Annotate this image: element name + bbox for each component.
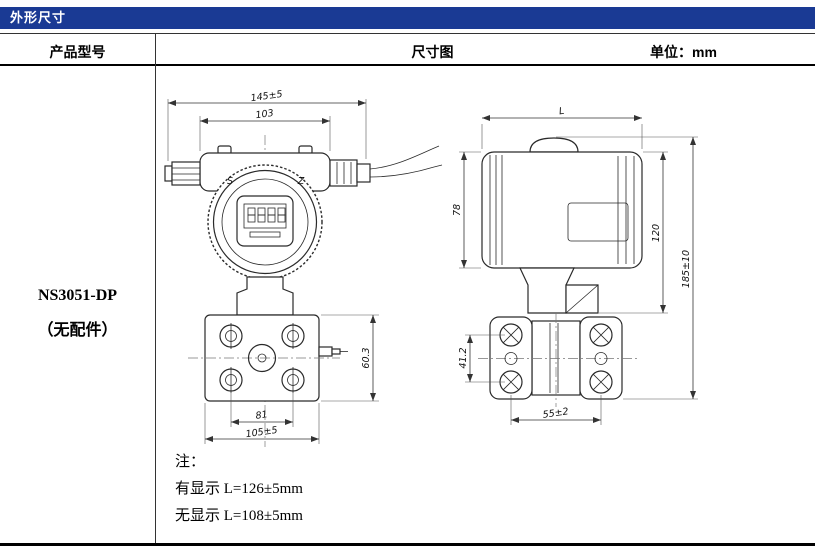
dim-front-housing-width: 103 — [255, 108, 274, 121]
dim-front-manifold-height: 60.3 — [361, 347, 372, 368]
section-title-bar: 外形尺寸 — [0, 7, 815, 29]
front-view-drawing: S Z — [164, 89, 443, 447]
column-header-drawing: 尺寸图 — [411, 44, 454, 60]
model-variant: （无配件） — [37, 322, 118, 339]
dim-side-length: L — [558, 106, 565, 118]
span-button-label: Z — [297, 176, 305, 187]
section-title: 外形尺寸 — [10, 10, 67, 25]
dim-side-flange-width: 55±2 — [542, 406, 569, 421]
manifold-bolts — [219, 323, 305, 393]
dim-side-flange-height: 41.2 — [458, 347, 469, 368]
table-header-border — [0, 64, 815, 66]
notes-label: 注： — [175, 454, 206, 470]
model-cell: NS3051-DP （无配件） — [0, 287, 155, 340]
column-header-model: 产品型号 — [49, 44, 106, 60]
table-top-border — [0, 33, 815, 34]
side-view-drawing: L 78 41.2 55±2 120 185±10 — [452, 106, 698, 425]
vent-valve — [318, 346, 348, 357]
nameplate — [567, 202, 629, 242]
model-name: NS3051-DP — [37, 287, 118, 304]
dim-side-overall-height: 185±10 — [681, 250, 692, 288]
dimension-drawing: S Z — [164, 89, 698, 447]
dim-front-total-width: 145±5 — [250, 89, 283, 104]
dim-front-manifold-width: 105±5 — [245, 425, 278, 440]
table-column-divider — [155, 33, 156, 544]
lcd-digits — [247, 207, 286, 223]
column-header-unit: 单位：mm — [650, 44, 717, 60]
dim-front-bolt-spacing: 81 — [255, 409, 269, 422]
dim-side-height-120: 120 — [651, 224, 662, 242]
notes-line-display: 有显示 L=126±5mm — [175, 481, 303, 497]
table-bottom-border — [0, 543, 815, 546]
zero-button-label: S — [227, 176, 233, 187]
notes-block: 注： 有显示 L=126±5mm 无显示 L=108±5mm — [175, 449, 303, 530]
notes-line-no-display: 无显示 L=108±5mm — [175, 508, 303, 524]
dim-side-housing-height: 78 — [452, 204, 463, 216]
